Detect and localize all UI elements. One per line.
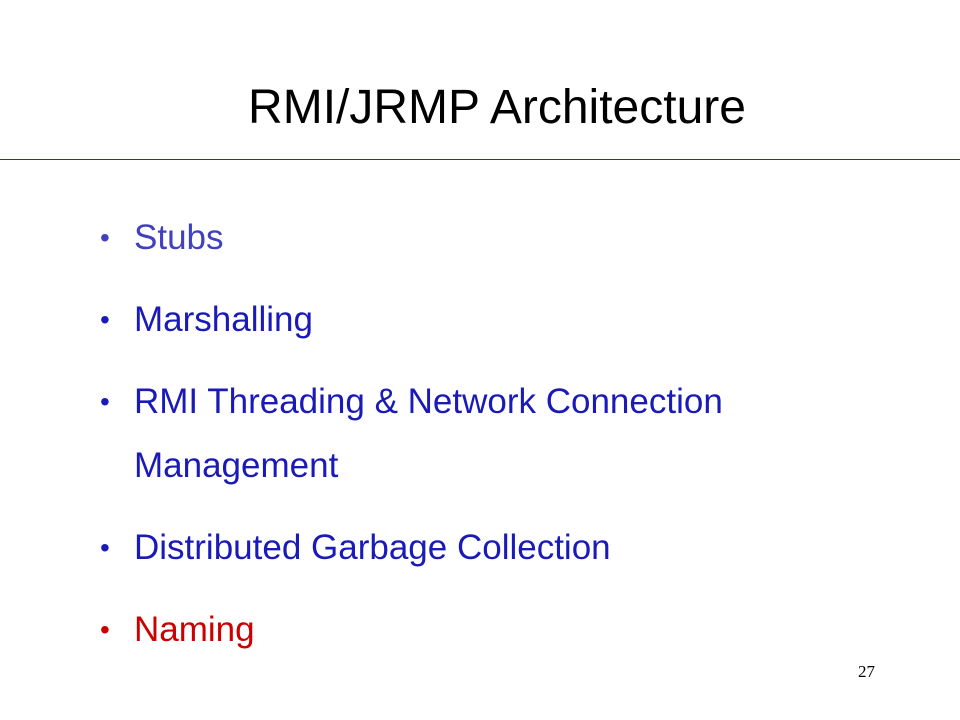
- bullet-item-garbage-collection: • Distributed Garbage Collection: [100, 516, 900, 580]
- title-divider: [0, 159, 960, 160]
- bullet-text: Marshalling: [134, 300, 313, 339]
- bullet-list: • Stubs • Marshalling • RMI Threading & …: [100, 206, 900, 662]
- page-number: 27: [858, 662, 875, 681]
- bullet-item-stubs: • Stubs: [100, 206, 900, 270]
- bullet-marker: •: [100, 222, 110, 253]
- slide-title: RMI/JRMP Architecture: [248, 81, 746, 134]
- bullet-marker: •: [100, 386, 110, 417]
- bullet-item-threading: • RMI Threading & Network Connection Man…: [100, 370, 900, 498]
- bullet-item-marshalling: • Marshalling: [100, 288, 900, 352]
- bullet-marker: •: [100, 614, 110, 645]
- bullet-text: Stubs: [134, 218, 224, 257]
- bullet-marker: •: [100, 304, 110, 335]
- bullet-text: RMI Threading & Network Connection Manag…: [134, 382, 723, 485]
- bullet-item-naming: • Naming: [100, 598, 900, 662]
- bullet-text: Naming: [134, 610, 255, 649]
- bullet-text: Distributed Garbage Collection: [134, 528, 611, 567]
- bullet-marker: •: [100, 532, 110, 563]
